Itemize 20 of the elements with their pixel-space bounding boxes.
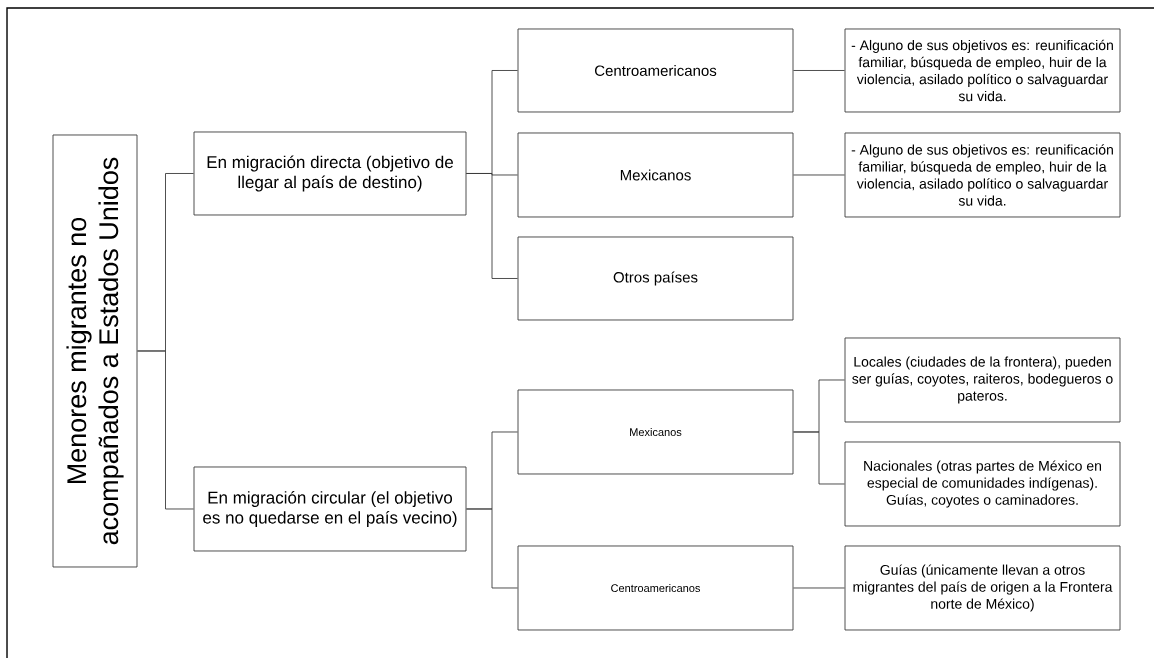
description-box: Nacionales (otras partes de México en especial de comunidades indígenas). Guías, coyotes o caminadores. <box>844 441 1121 527</box>
title-box: Menores migrantes no acompañados a Estados Unidos <box>52 134 138 568</box>
connector <box>137 350 194 510</box>
category-box: En migración directa (objetivo de llegar al país de destino) <box>193 131 467 216</box>
description-box: Locales (ciudades de la frontera), pueden ser guías, coyotes, raiteros, bodegueros o pateros. <box>844 337 1121 423</box>
connector <box>793 431 845 485</box>
connector <box>466 508 518 589</box>
description-box: - Alguno de sus objetivos es: reunificación familiar, búsqueda de empleo, huir de la violencia, asilado político o salvaguardar su vida. <box>844 28 1121 113</box>
description-box: Guías (únicamente llevan a otros migrantes del país de origen a la Frontera norte de México) <box>844 545 1121 631</box>
category-box: En migración circular (el objetivo es no quedarse en el país vecino) <box>193 466 467 552</box>
connector <box>793 174 845 176</box>
connector <box>793 587 845 589</box>
group-box: Otros países <box>517 236 794 321</box>
connector <box>793 70 845 71</box>
group-box: Mexicanos <box>517 389 794 475</box>
group-box: Centroamericanos <box>517 545 794 631</box>
group-box: Mexicanos <box>517 132 794 218</box>
group-box: Centroamericanos <box>517 28 794 113</box>
connector <box>466 173 518 279</box>
description-box: - Alguno de sus objetivos es: reunificación familiar, búsqueda de empleo, huir de la violencia, asilado político o salvaguardar su vida. <box>844 132 1121 218</box>
